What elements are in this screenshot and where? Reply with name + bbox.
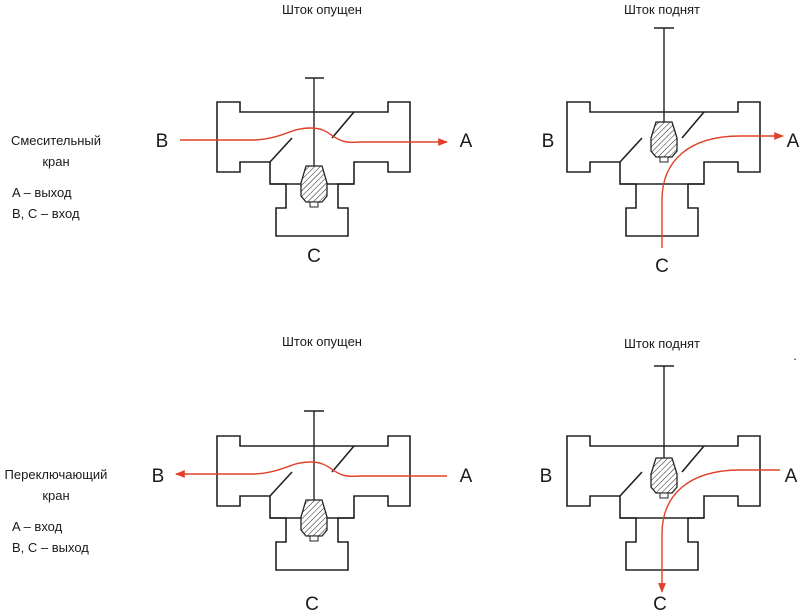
valve-plug <box>650 457 678 494</box>
port-b: B <box>152 466 165 487</box>
switching-title-line2: кран <box>42 488 69 503</box>
plug-tip <box>659 156 669 163</box>
flow-arrow <box>661 132 784 248</box>
switching-legend-bc: B, C – выход <box>12 540 89 555</box>
valve-plug <box>300 165 328 203</box>
panel-mixing-stem-down: Шток опущен B A C <box>156 2 473 267</box>
mixing-title-line2: кран <box>42 154 69 169</box>
panel-mixing-stem-up: Шток поднят B A C <box>542 2 800 277</box>
valve-plug <box>300 499 328 537</box>
switching-valve-label: Переключающий кран A – вход B, C – выход <box>5 467 108 555</box>
flow-arrow <box>175 461 447 478</box>
port-a: A <box>460 466 473 487</box>
port-c: C <box>655 256 669 277</box>
caption-stem-down: Шток опущен <box>282 2 362 17</box>
upper-seat <box>331 445 355 473</box>
lower-seat <box>269 137 293 163</box>
plug-tip <box>309 535 319 542</box>
switching-legend-a: A – вход <box>12 519 63 534</box>
panel-switching-stem-down: Шток опущен B A C <box>152 334 473 614</box>
caption-stem-up: Шток поднят <box>624 336 700 351</box>
mixing-valve-label: Смесительный кран A – выход B, C – вход <box>11 133 101 221</box>
valve-plug <box>650 121 678 158</box>
port-a: A <box>460 131 473 152</box>
port-b: B <box>542 131 555 152</box>
mixing-legend-bc: B, C – вход <box>12 206 80 221</box>
caption-stem-down: Шток опущен <box>282 334 362 349</box>
upper-seat <box>681 111 705 139</box>
port-c: C <box>653 594 667 614</box>
upper-seat <box>681 445 705 473</box>
switching-title-line1: Переключающий <box>5 467 108 482</box>
upper-seat <box>331 111 355 139</box>
lower-seat <box>619 137 643 163</box>
port-a: A <box>787 131 800 152</box>
flow-arrow <box>658 469 780 593</box>
panel-switching-stem-up: Шток поднят . B A C <box>540 336 798 614</box>
flow-arrow <box>180 127 448 146</box>
caption-stem-up: Шток поднят <box>624 2 700 17</box>
mixing-title-line1: Смесительный <box>11 133 101 148</box>
stray-dot: . <box>793 348 797 363</box>
port-b: B <box>540 466 553 487</box>
lower-seat <box>619 471 643 497</box>
mixing-legend-a: A – выход <box>12 185 72 200</box>
port-b: B <box>156 131 169 152</box>
plug-tip <box>659 492 669 499</box>
port-a: A <box>785 466 798 487</box>
lower-seat <box>269 471 293 497</box>
plug-tip <box>309 201 319 208</box>
port-c: C <box>307 246 321 267</box>
port-c: C <box>305 594 319 614</box>
